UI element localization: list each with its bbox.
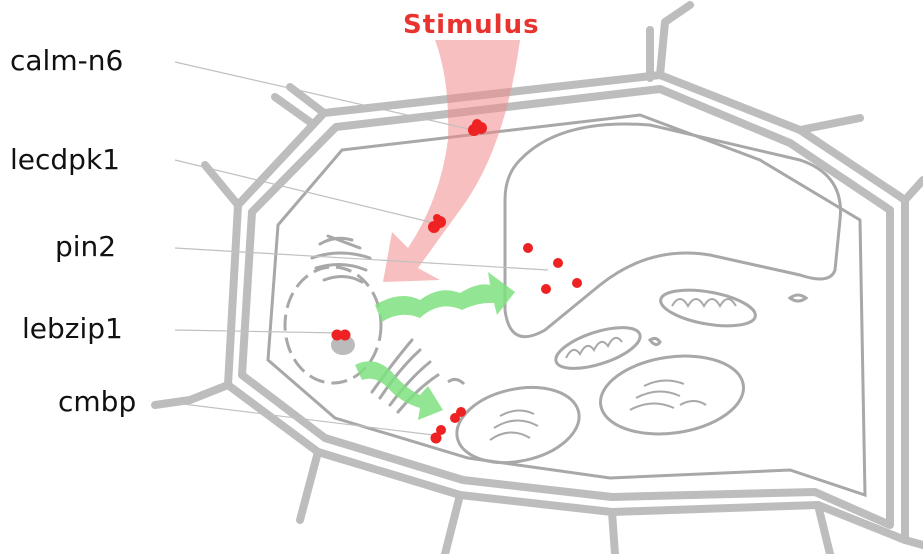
stimulus-label: Stimulus <box>403 10 540 40</box>
cell-wall <box>151 1 923 554</box>
pin2-dot <box>523 243 533 253</box>
label-lebzip1: lebzip1 <box>22 312 123 345</box>
stimulus-arrow <box>383 40 520 282</box>
label-calm-n6: calm-n6 <box>10 44 124 77</box>
vacuole <box>503 122 842 339</box>
label-cmbp: cmbp <box>58 385 137 418</box>
plasma-membrane <box>266 113 867 498</box>
nucleus <box>283 265 383 385</box>
chloroplasts <box>455 354 745 464</box>
small-vesicles <box>447 293 809 386</box>
lebzip1-dot <box>331 329 343 341</box>
signal-dots <box>331 119 582 444</box>
cmbp-dot <box>430 432 442 444</box>
leader-lines <box>174 61 549 436</box>
mitochondria <box>554 288 757 370</box>
label-pin2: pin2 <box>55 230 117 263</box>
label-lecdpk1: lecdpk1 <box>10 143 120 176</box>
transport-arrow-to-chloroplast <box>355 361 443 420</box>
transport-arrow-to-vacuole <box>375 272 515 322</box>
golgi-stack <box>370 338 440 414</box>
